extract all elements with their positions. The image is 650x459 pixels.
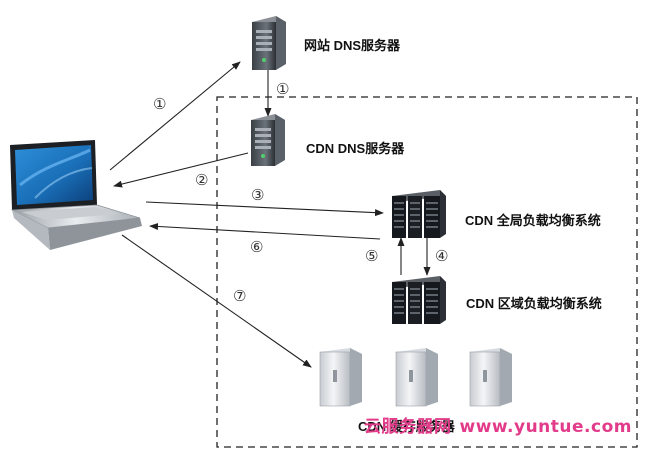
watermark-brand: 云服务器网 xyxy=(364,417,452,437)
cdn-boundary-box xyxy=(216,96,638,448)
global-lb-label: CDN 全局负载均衡系统 xyxy=(465,213,601,228)
cache-server-icon-1 xyxy=(319,348,362,407)
step-6-label: ⑥ xyxy=(250,238,264,256)
cdn-dns-label: CDN DNS服务器 xyxy=(306,141,405,156)
global-lb-rack-server-icon xyxy=(392,190,446,238)
step-1-label-a: ① xyxy=(153,95,167,113)
cache-server-icon-2 xyxy=(395,348,438,407)
watermark-host: www.yuntue.com xyxy=(459,417,632,437)
cache-server-icon-3 xyxy=(469,348,512,407)
cdn-dns-server-icon xyxy=(251,114,285,166)
arrow-step-2-cdn-dns-to-laptop xyxy=(113,152,249,188)
laptop-icon xyxy=(10,140,142,250)
cache-servers-label: CDN 缓存服务器 xyxy=(358,419,455,434)
arrow-step-1-laptop-to-website-dns xyxy=(109,61,241,171)
watermark: 云服务器网 www.yuntue.com xyxy=(364,412,632,437)
step-3-label: ③ xyxy=(251,186,265,204)
flow-arrows xyxy=(109,61,431,368)
arrow-step-6-global-lb-to-laptop xyxy=(149,222,381,240)
website-dns-label: 网站 DNS服务器 xyxy=(304,38,401,53)
regional-lb-rack-server-icon xyxy=(392,276,446,324)
step-4-label: ④ xyxy=(435,247,449,265)
step-7-label: ⑦ xyxy=(233,287,247,305)
arrow-step-3-laptop-to-global-lb xyxy=(145,201,384,217)
step-1-label-b: ① xyxy=(276,80,290,98)
website-dns-server-icon xyxy=(252,16,286,70)
arrow-step-7-laptop-to-cache xyxy=(121,234,312,368)
regional-lb-label: CDN 区域负载均衡系统 xyxy=(466,296,602,311)
step-5-label: ⑤ xyxy=(365,247,379,265)
step-2-label: ② xyxy=(195,171,209,189)
